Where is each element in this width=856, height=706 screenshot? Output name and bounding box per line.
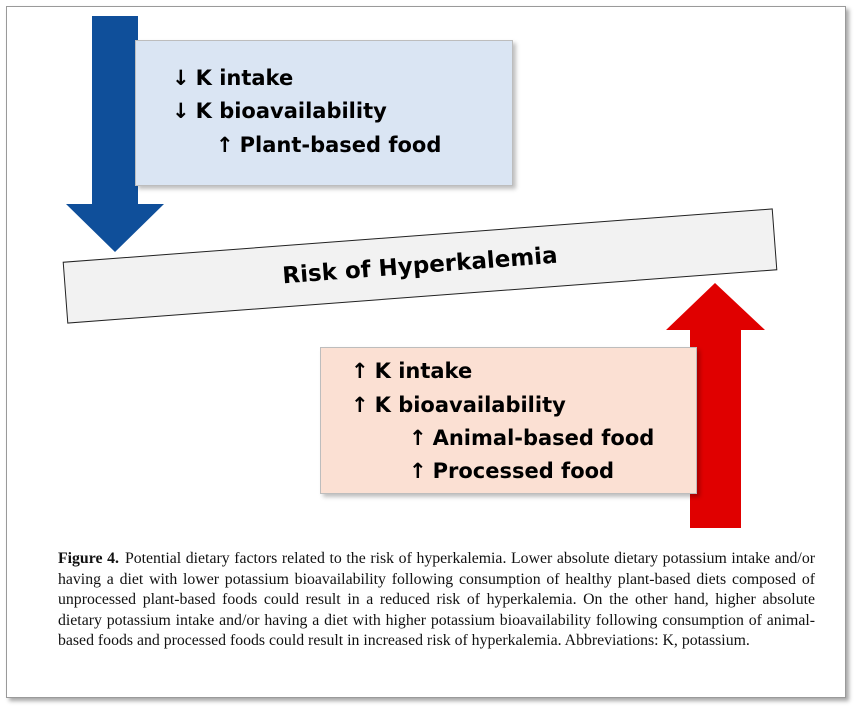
factor-line: ↑K intake — [351, 358, 472, 384]
factor-line: ↑Animal-based food — [409, 425, 654, 451]
increase-factors-box: ↑K intake ↑K bioavailability ↑Animal-bas… — [320, 347, 697, 494]
factor-line: ↓K bioavailability — [172, 98, 387, 124]
factor-line: ↑K bioavailability — [351, 392, 566, 418]
up-arrow-icon: ↑ — [351, 359, 369, 383]
figure-caption: Figure 4.Potential dietary factors relat… — [58, 549, 815, 652]
risk-label: Risk of Hyperkalemia — [281, 242, 559, 290]
down-arrow — [66, 16, 164, 252]
caption-text: Potential dietary factors related to the… — [58, 550, 815, 649]
down-arrow-icon: ↓ — [172, 66, 190, 90]
up-arrow-icon: ↑ — [351, 393, 369, 417]
factor-line: ↑Plant-based food — [216, 132, 441, 158]
up-arrow-icon: ↑ — [409, 459, 427, 483]
decrease-factors-box: ↓K intake ↓K bioavailability ↑Plant-base… — [135, 40, 513, 186]
factor-line: ↓K intake — [172, 65, 293, 91]
down-arrow-icon: ↓ — [172, 99, 190, 123]
factor-text: K intake — [374, 359, 473, 383]
factor-text: Plant-based food — [239, 133, 442, 157]
factor-text: K intake — [195, 66, 294, 90]
figure-label: Figure 4. — [58, 550, 119, 567]
factor-text: K bioavailability — [195, 99, 387, 123]
factor-text: Processed food — [432, 459, 615, 483]
factor-text: Animal-based food — [432, 426, 655, 450]
up-arrow-icon: ↑ — [409, 426, 427, 450]
factor-line: ↑Processed food — [409, 458, 614, 484]
factor-text: K bioavailability — [374, 393, 566, 417]
up-arrow-icon: ↑ — [216, 133, 234, 157]
